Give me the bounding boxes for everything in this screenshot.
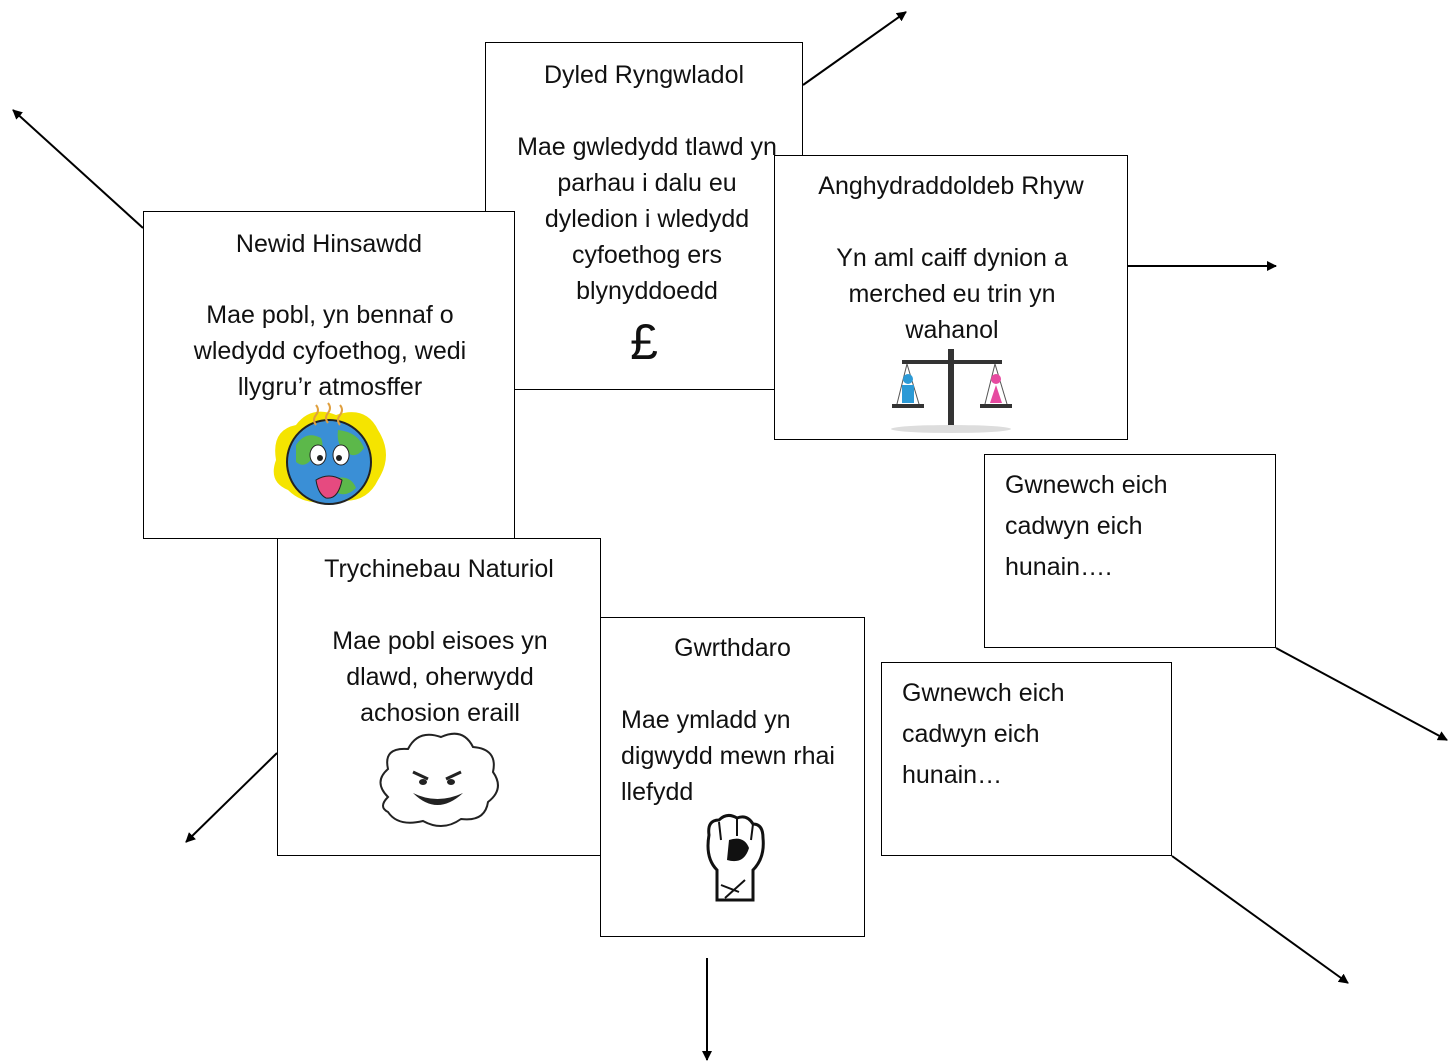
card-body: Mae pobl eisoes yn dlawd, oherwydd achos…: [332, 627, 548, 727]
arrow-bottom-right: [1171, 855, 1349, 984]
card-natural-disasters: Trychinebau Naturiol Mae pobl eisoes yn …: [277, 538, 601, 856]
card-body: Mae gwledydd tlawd yn parhau i dalu eu d…: [517, 133, 777, 305]
card-make-your-own-2: Gwnewch eich cadwyn eich hunain…: [881, 662, 1172, 856]
arrow-bottom-left: [185, 752, 278, 843]
card-gender-inequality: Anghydraddoldeb Rhyw Yn aml caiff dynion…: [774, 155, 1128, 440]
pound-icon: £: [630, 314, 658, 370]
card-title: Dyled Ryngwladol: [543, 61, 745, 89]
hot-earth-icon: [273, 402, 386, 505]
card-make-your-own-1: Gwnewch eich cadwyn eich hunain….: [984, 454, 1276, 648]
card-conflict: Gwrthdaro Mae ymladd yn digwydd mewn rha…: [600, 617, 865, 937]
card-title: Trychinebau Naturiol: [324, 555, 554, 583]
arrow-top-right: [802, 11, 907, 86]
card-body: Mae pobl, yn bennaf o wledydd cyfoethog,…: [193, 301, 467, 401]
card-climate-change: Newid Hinsawdd Mae pobl, yn bennaf o wle…: [143, 211, 515, 539]
card-body: Mae ymladd yn digwydd mewn rhai llefydd: [621, 706, 835, 806]
card-body: Gwnewch eich cadwyn eich hunain….: [1005, 471, 1168, 581]
card-body: Yn aml caiff dynion a merched eu trin yn…: [836, 244, 1068, 344]
scales-icon: [891, 349, 1012, 433]
card-title: Anghydraddoldeb Rhyw: [818, 172, 1084, 200]
card-title: Gwrthdaro: [674, 634, 791, 662]
arrow-far-right: [1275, 647, 1448, 741]
card-international-debt: Dyled Ryngwladol Mae gwledydd tlawd yn p…: [485, 42, 803, 390]
arrow-top-left: [12, 109, 144, 229]
card-title: Newid Hinsawdd: [235, 230, 423, 258]
card-body: Gwnewch eich cadwyn eich hunain…: [902, 679, 1065, 789]
storm-cloud-icon: [379, 732, 499, 827]
fist-icon: [706, 813, 765, 902]
